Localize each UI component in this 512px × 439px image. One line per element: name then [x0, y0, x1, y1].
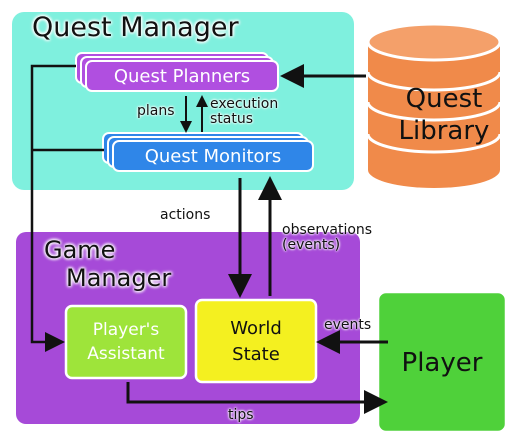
tips-arrow [126, 382, 388, 414]
quest-monitors-label: Quest Monitors [144, 145, 282, 167]
quest-monitors-stack [102, 132, 314, 172]
plans-label: plans [137, 103, 175, 119]
observations-label-1: observations [282, 222, 373, 238]
world-state-box [194, 298, 318, 384]
quest-planners-stack [75, 52, 279, 92]
tips-label: tips [228, 407, 254, 423]
quest-monitors-box [112, 140, 314, 172]
managers-to-assistant-arrow [30, 64, 76, 352]
quest-planners-box [85, 60, 279, 92]
players-assistant-box [64, 304, 188, 380]
events-label: events [324, 317, 372, 333]
player-label: Player [401, 348, 483, 378]
players-assistant-label-1: Player's [92, 320, 160, 340]
actions-label: actions [160, 207, 211, 223]
execution-status-line1: execution [210, 96, 279, 112]
quest-library-label-1: Quest [405, 84, 483, 114]
world-state-label-2: State [232, 343, 280, 365]
world-state-label-1: World [230, 317, 282, 339]
players-assistant-label-2: Assistant [87, 344, 165, 364]
quest-planners-label: Quest Planners [113, 65, 251, 87]
player-box [376, 290, 508, 434]
observations-label-2: (events) [282, 237, 341, 253]
quest-library-cylinder [366, 22, 502, 188]
quest-manager-title: Quest Manager [32, 12, 239, 43]
game-manager-title-2: Manager [66, 264, 172, 292]
execution-status-line2: status [210, 111, 254, 127]
game-manager-title-1: Game [44, 236, 116, 264]
quest-library-label-2: Library [398, 116, 490, 146]
